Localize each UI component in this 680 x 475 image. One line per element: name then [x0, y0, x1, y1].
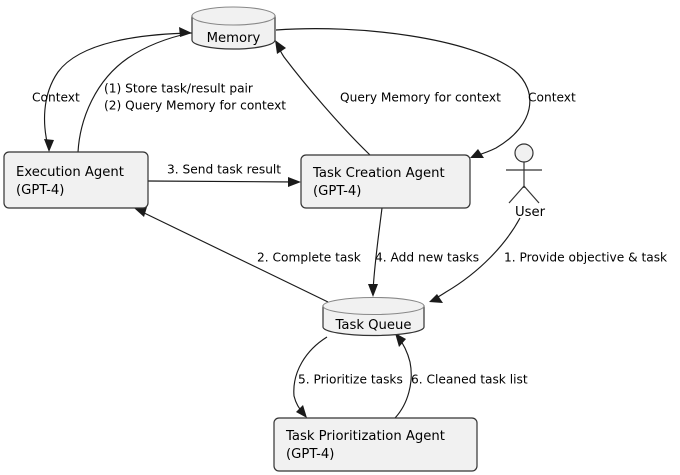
node-task-creation-agent[interactable]: Task Creation Agent (GPT-4): [300, 154, 471, 209]
edge-path-store-query: [77, 32, 191, 153]
node-execution-agent[interactable]: Execution Agent (GPT-4): [3, 151, 149, 209]
edge-memory-to-execution-agent: Context: [32, 32, 193, 152]
edge-task-queue-to-execution-agent: 2. Complete task: [134, 207, 362, 303]
execution-agent-box: [3, 151, 149, 209]
arrow-head-icon: [275, 40, 286, 54]
node-user-actor[interactable]: User: [506, 143, 546, 220]
edge-label-cleaned-task-list: 6. Cleaned task list: [411, 373, 528, 387]
node-label-task-creation-agent-model: (GPT-4): [313, 184, 361, 199]
node-label-task-creation-agent: Task Creation Agent: [312, 166, 445, 181]
edge-path-complete-task: [137, 209, 329, 303]
edge-execution-agent-to-task-creation-agent: 3. Send task result: [147, 163, 301, 187]
edge-label-send-task-result: 3. Send task result: [167, 163, 281, 177]
edge-label-store-task-result: (1) Store task/result pair: [104, 82, 254, 96]
edge-task-creation-agent-to-task-queue: 4. Add new tasks: [368, 207, 479, 297]
task-queue-cylinder-top: [322, 296, 425, 316]
arrow-head-icon: [179, 27, 192, 37]
edge-execution-agent-to-memory: (1) Store task/result pair (2) Query Mem…: [77, 27, 286, 153]
arrow-head-icon: [288, 177, 301, 187]
edge-label-provide-objective-task: 1. Provide objective & task: [504, 251, 668, 265]
edge-label-prioritize-tasks: 5. Prioritize tasks: [298, 373, 403, 387]
user-right-leg-icon: [523, 185, 540, 204]
arrow-head-icon: [134, 207, 147, 217]
node-label-task-prioritization-agent: Task Prioritization Agent: [285, 429, 445, 444]
edge-path-context-right: [275, 28, 531, 158]
edge-task-queue-to-task-prioritization-agent: 5. Prioritize tasks: [293, 336, 403, 418]
node-label-memory: Memory: [207, 31, 261, 46]
edge-label-add-new-tasks: 4. Add new tasks: [375, 251, 479, 265]
edge-memory-to-task-creation-agent: Context: [275, 28, 576, 158]
node-task-queue[interactable]: Task Queue: [322, 296, 425, 337]
user-head-icon: [514, 143, 534, 163]
arrow-head-icon: [470, 149, 484, 158]
edge-user-to-task-queue: 1. Provide objective & task: [429, 217, 668, 303]
user-left-leg-icon: [508, 185, 525, 204]
arrow-head-icon: [44, 139, 54, 152]
edge-label-context-left: Context: [32, 91, 80, 105]
edge-task-prioritization-agent-to-task-queue: 6. Cleaned task list: [394, 333, 528, 419]
edge-label-complete-task: 2. Complete task: [257, 251, 362, 265]
task-prioritization-agent-box: [273, 417, 478, 472]
edge-path-send-task-result: [147, 180, 298, 183]
node-label-task-queue: Task Queue: [335, 318, 412, 333]
edge-label-query-memory-context: (2) Query Memory for context: [104, 99, 286, 113]
memory-cylinder-top: [191, 6, 276, 26]
node-label-execution-agent-model: (GPT-4): [16, 183, 64, 198]
task-creation-agent-box: [300, 154, 471, 209]
node-task-prioritization-agent[interactable]: Task Prioritization Agent (GPT-4): [273, 417, 478, 472]
node-label-user: User: [515, 205, 546, 220]
node-memory[interactable]: Memory: [191, 6, 276, 50]
arrow-head-icon: [395, 333, 406, 347]
edge-task-creation-agent-to-memory: Query Memory for context: [275, 40, 501, 156]
edge-label-context-right: Context: [528, 91, 576, 105]
arrow-head-icon: [296, 405, 307, 418]
node-label-task-prioritization-agent-model: (GPT-4): [286, 447, 334, 462]
edge-path-context-left: [43, 32, 193, 151]
arrow-head-icon: [368, 284, 378, 297]
arrow-head-icon: [429, 294, 443, 303]
edge-label-query-memory-for-context: Query Memory for context: [340, 91, 501, 105]
node-label-execution-agent: Execution Agent: [16, 165, 124, 180]
